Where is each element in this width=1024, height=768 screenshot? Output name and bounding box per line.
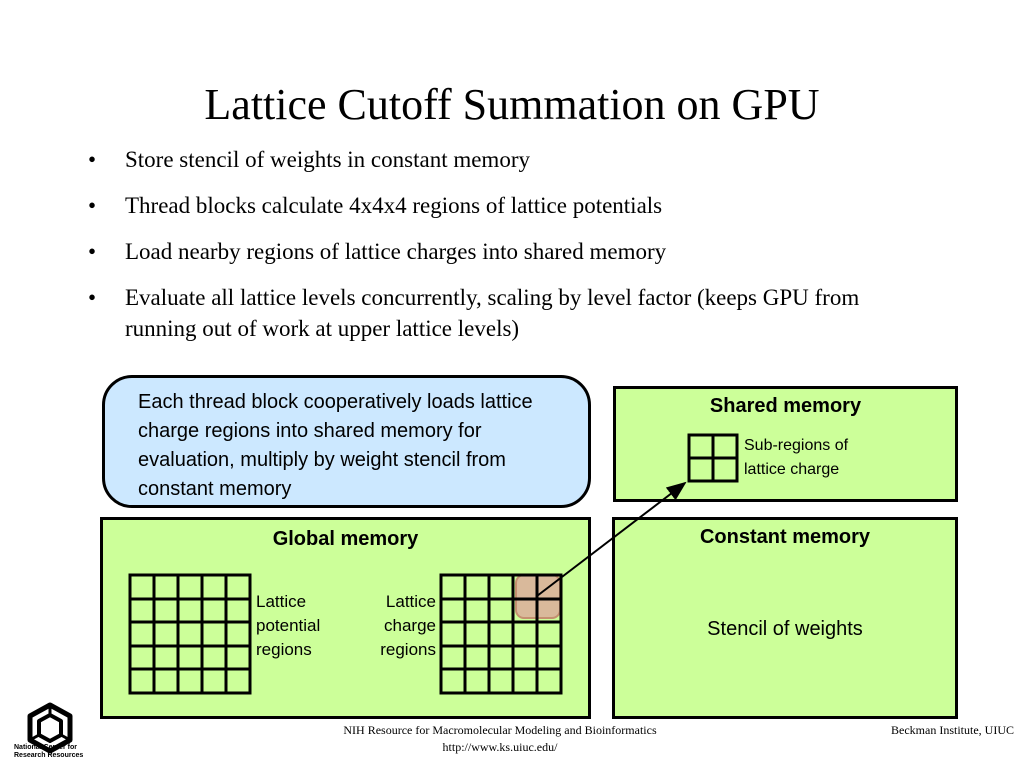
bullet-item: • Thread blocks calculate 4x4x4 regions o… <box>88 190 928 221</box>
ncrr-logo-text-line1: National Center for <box>14 744 78 751</box>
charge-label-line2: charge <box>384 616 436 635</box>
potential-label-line1: Lattice <box>256 592 307 611</box>
footer-institute: Beckman Institute, UIUC <box>891 723 1014 737</box>
global-memory-title: Global memory <box>272 528 419 550</box>
charge-label-line3: regions <box>380 640 436 659</box>
sub-regions-label-line2: lattice charge <box>744 461 840 478</box>
load-arrow <box>536 481 687 597</box>
charge-label-line1: Lattice <box>385 592 436 611</box>
lattice-potential-grid <box>128 573 252 695</box>
bullet-text: Thread blocks calculate 4x4x4 regions of… <box>125 193 663 218</box>
bullet-marker: • <box>88 239 97 264</box>
bullet-list: • Store stencil of weights in constant me… <box>88 144 928 359</box>
slide-title: Lattice Cutoff Summation on GPU <box>204 80 820 129</box>
stencil-of-weights-text: Stencil of weights <box>707 618 863 640</box>
sub-regions-label-line1: Sub-regions of <box>744 437 849 454</box>
footer-resource-name: NIH Resource for Macromolecular Modeling… <box>343 723 657 737</box>
shared-memory-title: Shared memory <box>709 395 862 417</box>
ncrr-logo-icon <box>27 702 73 754</box>
bullet-marker: • <box>88 147 97 172</box>
bullet-item: • Load nearby regions of lattice charges … <box>88 236 928 267</box>
bullet-item: • Evaluate all lattice levels concurrentl… <box>88 282 928 344</box>
footer-url: http://www.ks.uiuc.edu/ <box>442 740 558 754</box>
potential-label-line3: regions <box>256 640 312 659</box>
bullet-text: Load nearby regions of lattice charges i… <box>125 239 667 264</box>
global-memory-box: Global memory <box>100 517 591 719</box>
bullet-item: • Store stencil of weights in constant me… <box>88 144 928 175</box>
bullet-text: Store stencil of weights in constant mem… <box>125 147 530 172</box>
potential-label-line2: potential <box>256 616 321 635</box>
callout-box: Each thread block cooperatively loads la… <box>102 375 591 508</box>
bullet-text: Evaluate all lattice levels concurrently… <box>125 285 860 341</box>
bullet-marker: • <box>88 193 97 218</box>
ncrr-logo-text-line2: Research Resources <box>14 752 84 759</box>
lattice-charge-grid <box>439 573 563 695</box>
bullet-marker: • <box>88 285 97 310</box>
constant-memory-box: Constant memory <box>612 517 958 719</box>
constant-memory-title: Constant memory <box>699 526 871 548</box>
shared-memory-grid <box>687 433 739 483</box>
